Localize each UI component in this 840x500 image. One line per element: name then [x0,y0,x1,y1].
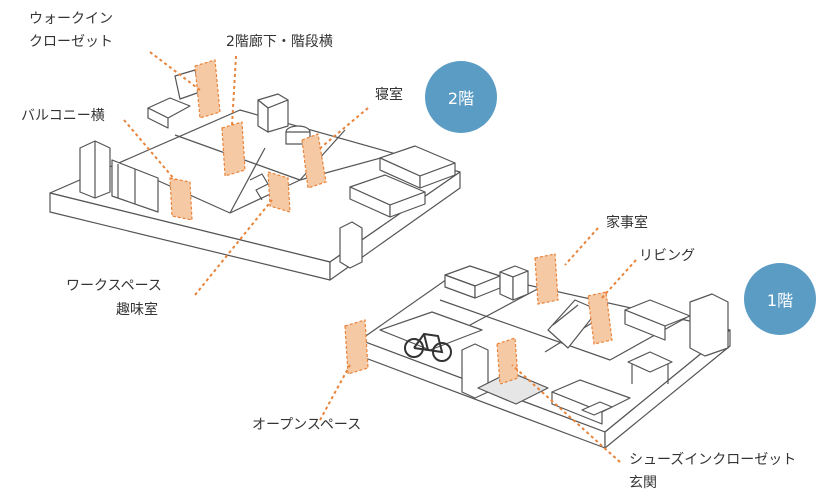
storage-workspace [267,171,291,213]
label-housework-room: 家事室 [606,215,648,231]
storage-hallway-2f [221,121,246,177]
floor-2-plan [49,69,461,281]
label-shoe-closet: シューズインクローゼット [629,452,797,468]
label-hallway-2f: 2階廊下・階段横 [226,34,333,50]
label-open-space: オープンスペース [252,417,362,433]
floor-badge-2f-label: 2階 [447,89,475,108]
bicycle-icon [404,332,452,362]
storage-walk-in-closet [194,59,221,119]
floor-badge-1f-label: 1階 [766,291,794,310]
storage-housework [534,253,559,305]
storage-open-space [344,319,369,375]
label-entrance: 玄関 [629,475,657,491]
storage-balcony [169,177,193,221]
storage-blocks [169,59,613,385]
floor-badge-1f: 1階 [744,263,816,335]
floor-1-plan [359,265,731,449]
label-balcony-side: バルコニー横 [21,108,105,124]
label-living: リビング [639,248,695,264]
label-walk-in-closet-line2: クローゼット [29,34,113,50]
floor-badge-2f: 2階 [425,61,497,133]
label-bedroom: 寝室 [375,87,403,103]
label-hobby-room: 趣味室 [116,302,158,318]
label-walk-in-closet-line1: ウォークイン [29,11,113,27]
leader-lines [123,51,637,463]
storage-living [587,291,613,345]
storage-shoe-closet [496,337,519,385]
label-workspace: ワークスペース [66,278,162,294]
